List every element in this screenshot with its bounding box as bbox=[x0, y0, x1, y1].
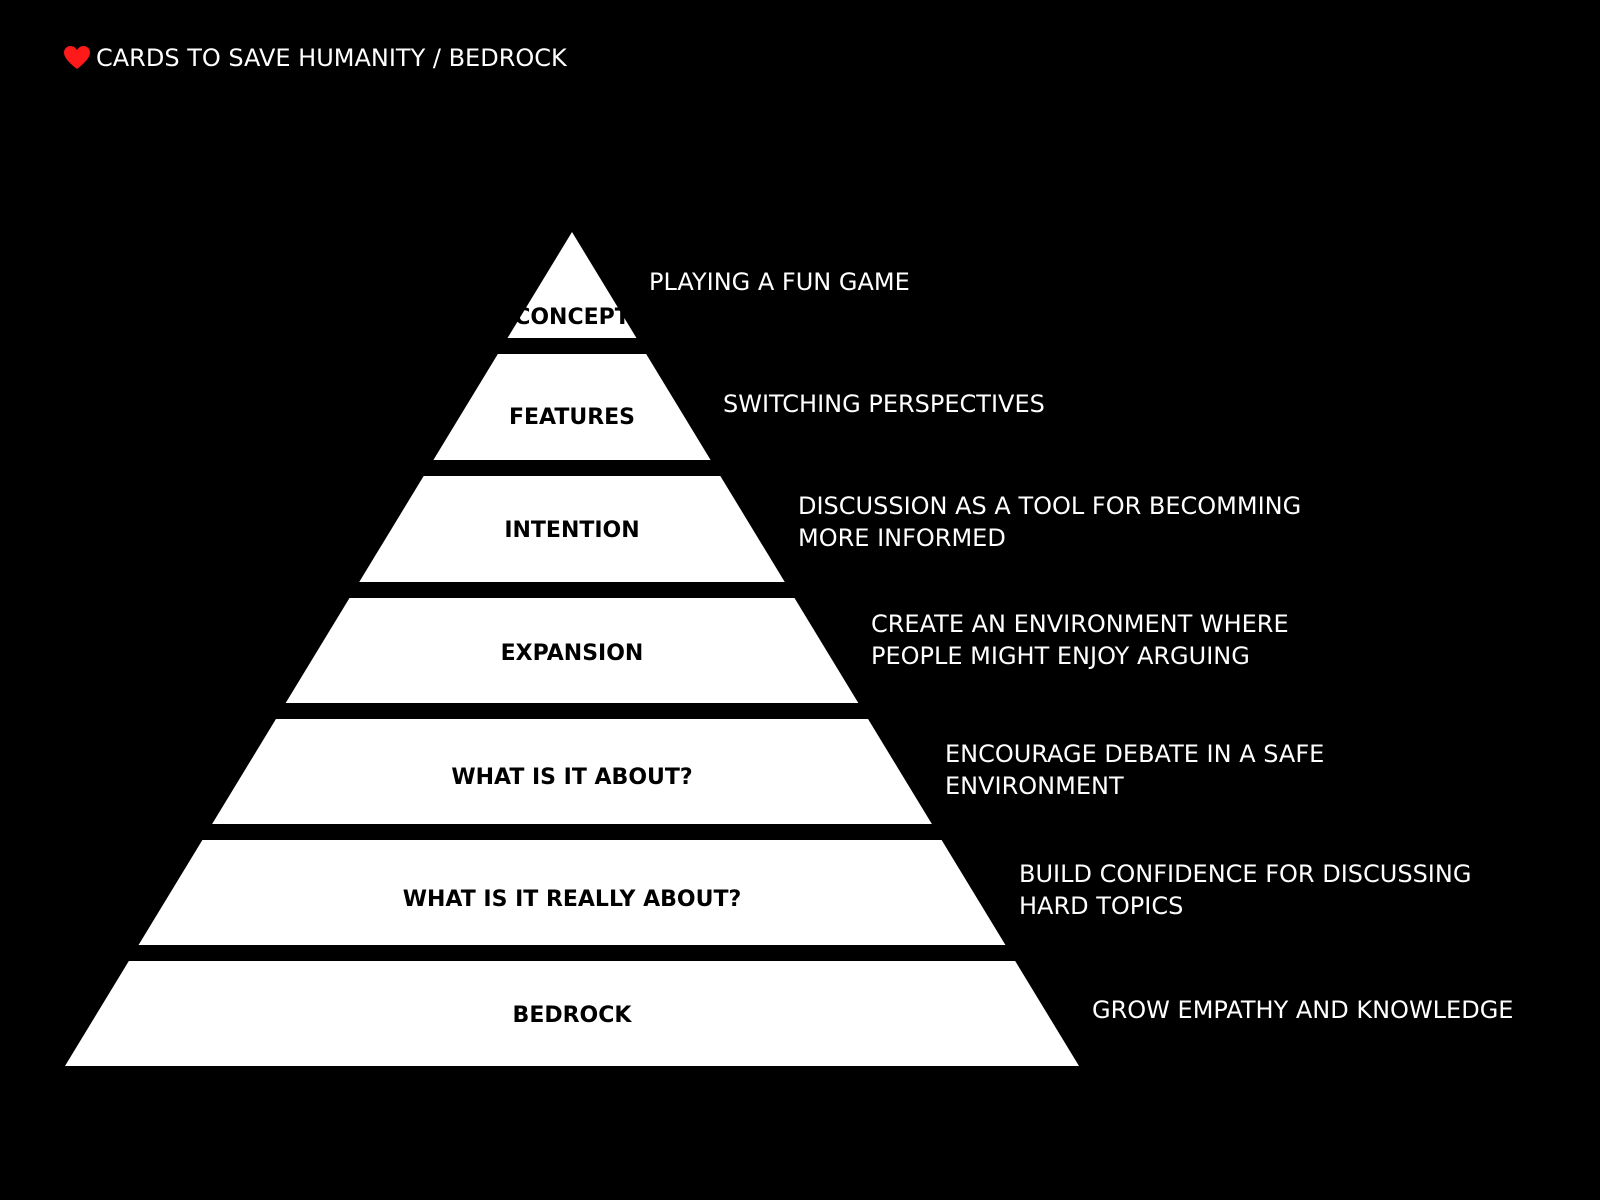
tier-description-line: PLAYING A FUN GAME bbox=[649, 268, 910, 296]
heart-icon bbox=[64, 46, 90, 69]
pyramid-tier bbox=[138, 840, 1006, 945]
pyramid-tier bbox=[65, 961, 1079, 1066]
tier-label: BEDROCK bbox=[513, 1003, 633, 1028]
tier-label: CONCEPT bbox=[514, 305, 630, 330]
tier-description: SWITCHING PERSPECTIVES bbox=[723, 388, 1045, 420]
page-title: CARDS TO SAVE HUMANITY / BEDROCK bbox=[96, 44, 567, 72]
header: CARDS TO SAVE HUMANITY / BEDROCK bbox=[64, 44, 567, 72]
pyramid-tier bbox=[212, 719, 932, 824]
tier-description: CREATE AN ENVIRONMENT WHERE PEOPLE MIGHT … bbox=[871, 608, 1289, 672]
tier-label: EXPANSION bbox=[501, 641, 644, 666]
pyramid-tier bbox=[285, 598, 859, 703]
tier-description: PLAYING A FUN GAME bbox=[649, 266, 910, 298]
tier-label: WHAT IS IT ABOUT? bbox=[451, 765, 692, 790]
pyramid-tier bbox=[507, 232, 637, 338]
tier-description-line: ENVIRONMENT bbox=[945, 772, 1124, 800]
pyramid-tier bbox=[359, 476, 785, 582]
tier-label: FEATURES bbox=[509, 405, 635, 430]
tier-description-line: GROW EMPATHY AND KNOWLEDGE bbox=[1092, 996, 1514, 1024]
tier-description-line: ENCOURAGE DEBATE IN A SAFE bbox=[945, 740, 1325, 768]
tier-description: ENCOURAGE DEBATE IN A SAFE ENVIRONMENT bbox=[945, 738, 1324, 802]
tier-label: WHAT IS IT REALLY ABOUT? bbox=[403, 887, 742, 912]
tier-description: DISCUSSION AS A TOOL FOR BECOMMING MORE I… bbox=[798, 490, 1301, 554]
tier-description-line: BUILD CONFIDENCE FOR DISCUSSING bbox=[1019, 860, 1472, 888]
tier-description-line: SWITCHING PERSPECTIVES bbox=[723, 390, 1045, 418]
tier-description: GROW EMPATHY AND KNOWLEDGE bbox=[1092, 994, 1513, 1026]
tier-description-line: HARD TOPICS bbox=[1019, 892, 1184, 920]
pyramid-tier bbox=[433, 354, 711, 460]
tier-description-line: DISCUSSION AS A TOOL FOR BECOMMING bbox=[798, 492, 1302, 520]
tier-label: INTENTION bbox=[504, 518, 639, 543]
tier-description-line: CREATE AN ENVIRONMENT WHERE bbox=[871, 610, 1289, 638]
tier-description: BUILD CONFIDENCE FOR DISCUSSING HARD TOPI… bbox=[1019, 858, 1471, 922]
tier-description-line: MORE INFORMED bbox=[798, 524, 1006, 552]
tier-description-line: PEOPLE MIGHT ENJOY ARGUING bbox=[871, 642, 1250, 670]
